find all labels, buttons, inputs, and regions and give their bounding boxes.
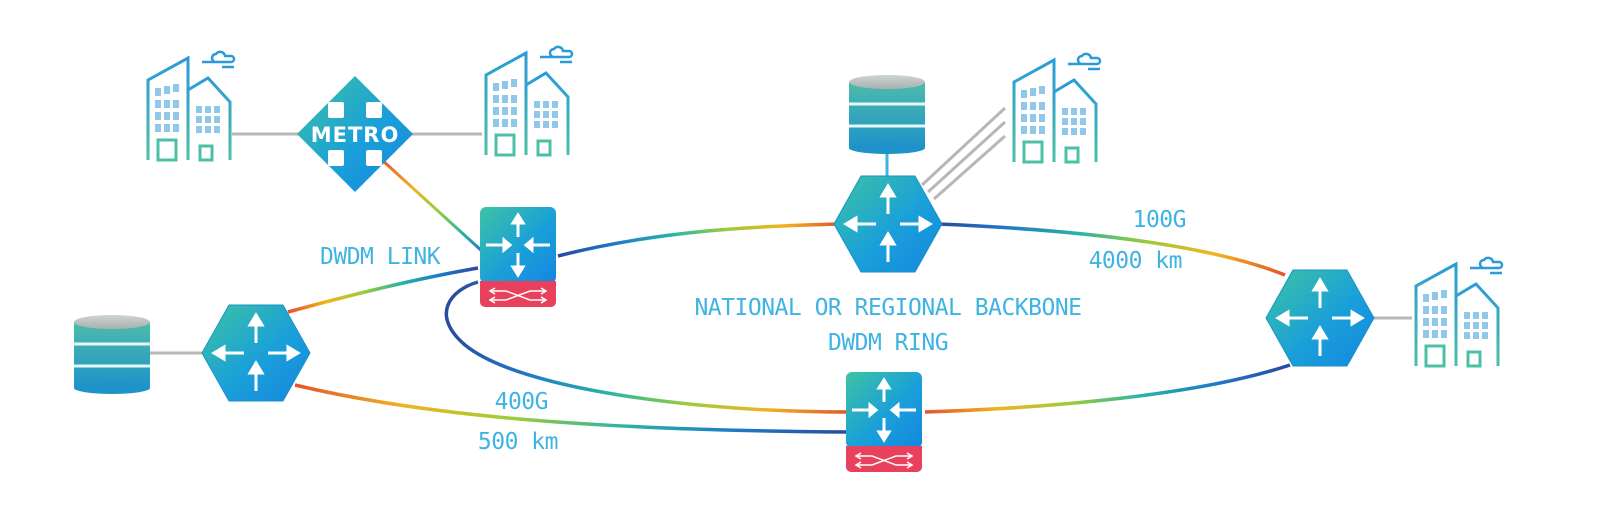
office-building-icon [994, 52, 1113, 164]
metro-switch-icon [297, 76, 413, 192]
left-upper-link [287, 266, 479, 314]
ring-segment-100g [937, 222, 1286, 277]
backbone-label-line2: DWDM RING [828, 330, 948, 356]
optical-switch-icon [844, 370, 924, 474]
link-rate-400g: 400G [495, 389, 548, 415]
router-icon [1264, 268, 1376, 368]
office-building-icon [128, 50, 247, 162]
office-building-icon [466, 45, 585, 157]
link-rate-100g: 100G [1133, 207, 1186, 233]
ring-segment [924, 363, 1291, 414]
link-distance-4000km: 4000 km [1089, 248, 1182, 274]
400g-link [294, 383, 849, 434]
link-distance-500km: 500 km [478, 429, 558, 455]
router-icon [200, 303, 312, 403]
datacenter-to-building-links [920, 106, 1007, 201]
database-icon [847, 73, 927, 156]
optical-switch-icon [478, 205, 558, 309]
router-icon [832, 174, 944, 274]
office-building-icon [1396, 256, 1515, 368]
metro-label: METRO [311, 123, 400, 147]
metro-dwdm-link [380, 158, 485, 254]
ring-segment [444, 280, 849, 414]
database-icon [72, 313, 152, 396]
access-links [150, 132, 1412, 355]
ring-segment [557, 222, 841, 258]
dwdm-link-label: DWDM LINK [320, 244, 441, 270]
backbone-label-line1: NATIONAL OR REGIONAL BACKBONE [694, 295, 1081, 321]
